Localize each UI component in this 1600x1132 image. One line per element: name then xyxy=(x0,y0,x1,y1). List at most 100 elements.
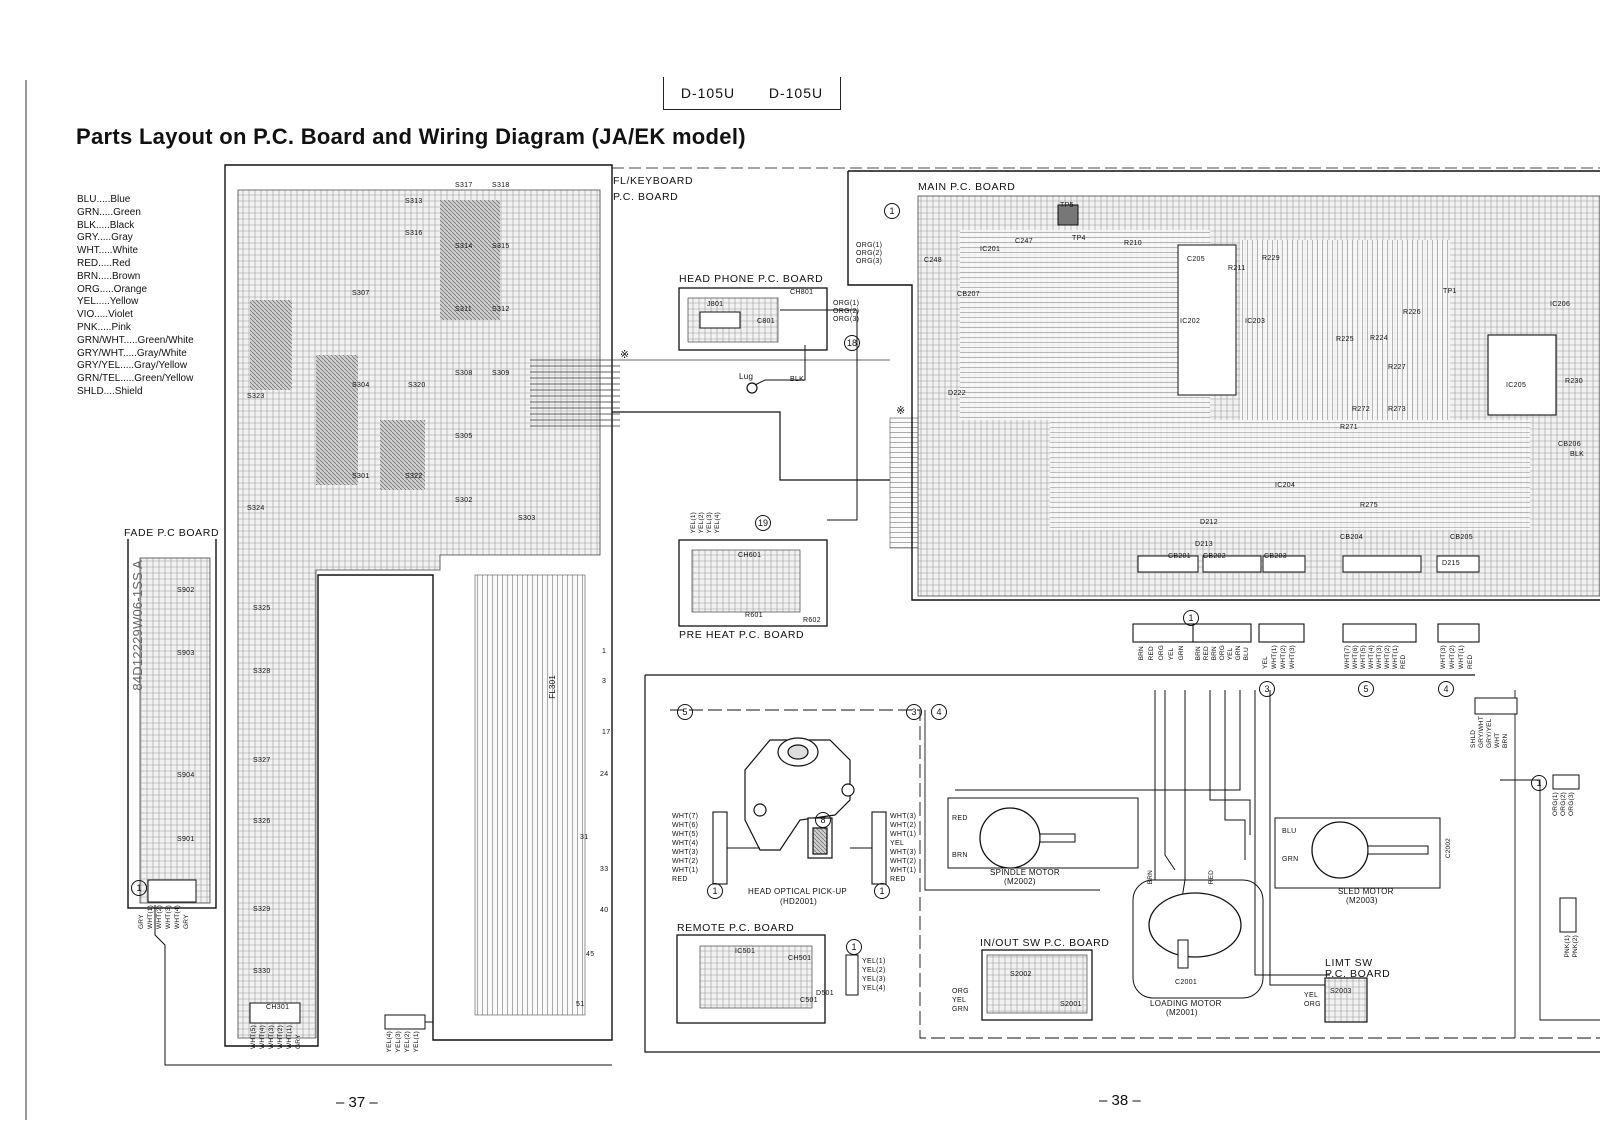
part-s304: S304 xyxy=(352,382,370,389)
limit-wire-labels: YEL ORG xyxy=(1304,991,1321,1009)
wire-label: WHT(7) xyxy=(672,813,699,820)
wire-label: WHT(1) xyxy=(672,867,699,874)
part-s904: S904 xyxy=(177,772,195,779)
small-yel-connector xyxy=(384,1014,426,1030)
main-board-label: MAIN P.C. BOARD xyxy=(918,181,1016,193)
part-ch801: CH801 xyxy=(790,289,814,296)
wire-label: YEL(2) xyxy=(862,967,886,974)
part-ch601: CH601 xyxy=(738,552,762,559)
headphone-wire-labels: ORG(1) ORG(2) ORG(3) xyxy=(833,300,859,324)
fade-connector xyxy=(147,879,197,903)
connector-number-1: 1 xyxy=(846,939,862,955)
wire-label: WHT(3) xyxy=(1289,645,1296,669)
connector-number-1: 1 xyxy=(874,883,890,899)
part-s2001: S2001 xyxy=(1060,1001,1082,1008)
part-c501: C501 xyxy=(800,997,818,1004)
page-number-right: – 38 – xyxy=(1099,1092,1141,1109)
fade-wire-bundle xyxy=(154,905,612,1066)
model-number-left: D-105U xyxy=(680,85,736,101)
asterisk-marker: ※ xyxy=(896,405,906,417)
part-s303: S303 xyxy=(518,515,536,522)
connector-number-5: 5 xyxy=(1358,681,1374,697)
wire-label: PNK(2) xyxy=(1572,935,1579,958)
wire-label: YEL(4) xyxy=(386,1031,393,1053)
fl-board-trace-column xyxy=(474,574,586,1016)
model-number-right: D-105U xyxy=(768,85,824,101)
connector-number-4: 4 xyxy=(1438,681,1454,697)
part-s322: S322 xyxy=(405,473,423,480)
wire-label: BRN xyxy=(1211,646,1218,661)
fl-board-dark-area-4 xyxy=(380,420,425,490)
harness-route xyxy=(612,411,895,481)
wire-label: WHT(1) xyxy=(890,867,917,874)
connector-number-4: 4 xyxy=(931,704,947,720)
wire-label: WHT(2) xyxy=(1384,645,1391,669)
headphone-board-label: HEAD PHONE P.C. BOARD xyxy=(679,273,824,285)
wire-label: WHT(7) xyxy=(1344,645,1351,669)
main-connector-1 xyxy=(1137,555,1199,573)
part-s320: S320 xyxy=(408,382,426,389)
legend-item: GRY/WHT.....Gray/White xyxy=(77,347,187,359)
wire-label: YEL(3) xyxy=(862,976,886,983)
remote-board-label: REMOTE P.C. BOARD xyxy=(677,922,795,934)
spindle-wire-brn: BRN xyxy=(952,852,968,859)
part-c205: C205 xyxy=(1187,256,1205,263)
wire-label: WHT(5) xyxy=(672,831,699,838)
pickup-label-line2: (HD2001) xyxy=(780,897,818,906)
small-yel-wire-labels: YEL(4) YEL(3) YEL(2) YEL(1) xyxy=(386,1031,420,1052)
legend-item: YEL.....Yellow xyxy=(77,296,139,308)
wire-label: ORG xyxy=(1304,1001,1321,1008)
fade-part-code: 84D12229W06-1SS A xyxy=(130,560,145,691)
wire-label: WHT(2) xyxy=(277,1025,284,1049)
wire-label: WHT(1) xyxy=(1458,645,1465,669)
preheat-board-copper xyxy=(691,549,801,613)
wire-label: WHT(4) xyxy=(174,905,181,929)
part-cb201: CB201 xyxy=(1168,553,1191,560)
asterisk-marker: ※ xyxy=(620,349,630,361)
fl-pin-number: 24 xyxy=(600,771,609,778)
wire-label: ORG(3) xyxy=(1568,792,1575,816)
wire-label: RED xyxy=(890,876,906,883)
part-r210: R210 xyxy=(1124,240,1142,247)
loading-motor-label-line2: (M2001) xyxy=(1166,1008,1198,1017)
wire-label: BRN xyxy=(1195,646,1202,661)
main-board-outline xyxy=(847,170,1600,601)
wire-label: ORG(2) xyxy=(833,308,860,315)
part-r211: R211 xyxy=(1228,265,1246,272)
fl-bottom-wire-labels: WHT(5) WHT(4) WHT(3) WHT(2) WHT(1) GRY xyxy=(250,1025,302,1049)
part-ic201: IC201 xyxy=(980,246,1001,253)
part-s2002: S2002 xyxy=(1010,971,1032,978)
part-r271: R271 xyxy=(1340,424,1358,431)
part-cb205: CB205 xyxy=(1450,534,1473,541)
wire-label: RED xyxy=(1400,654,1407,669)
connector-number-1: 1 xyxy=(1531,775,1547,791)
wire-label: RED xyxy=(1467,654,1474,669)
part-s327: S327 xyxy=(253,757,271,764)
legend-item: RED.....Red xyxy=(77,257,131,269)
wire-label: WHT(1) xyxy=(1392,645,1399,669)
legend-item: BLU.....Blue xyxy=(77,194,131,205)
wire-label: YEL(1) xyxy=(690,512,697,534)
main-board-trace-area-3 xyxy=(1050,420,1530,530)
wire-label: WHT(5) xyxy=(1360,645,1367,669)
wire-label: GRN xyxy=(1178,645,1185,661)
part-ic203: IC203 xyxy=(1245,318,1266,325)
connector-number-1: 1 xyxy=(131,880,147,896)
fl-keyboard-board-outline xyxy=(224,164,613,1047)
legend-item: GRY.....Gray xyxy=(77,232,133,244)
wire-label: YEL(4) xyxy=(862,985,886,992)
wire-label: WHT(1) xyxy=(890,831,917,838)
wire-label: BRN xyxy=(1138,646,1145,661)
part-s318: S318 xyxy=(492,182,510,189)
page-number-left: – 37 – xyxy=(336,1094,378,1111)
wire-label: ORG(1) xyxy=(833,300,860,307)
part-s308: S308 xyxy=(455,370,473,377)
lug-label: Lug xyxy=(739,372,754,381)
wire-label: WHT(3) xyxy=(672,849,699,856)
fade-wire-labels: GRY WHT(1) WHT(2) WHT(3) WHT(4) GRY xyxy=(138,905,190,929)
sled-motor xyxy=(1311,821,1369,879)
connector-number-1: 1 xyxy=(1183,610,1199,626)
inout-sw-board-label: IN/OUT SW P.C. BOARD xyxy=(980,937,1110,949)
color-legend: BLU.....Blue GRN.....Green BLK.....Black… xyxy=(77,194,194,399)
fl-keyboard-board-label-line2: P.C. BOARD xyxy=(613,191,679,203)
